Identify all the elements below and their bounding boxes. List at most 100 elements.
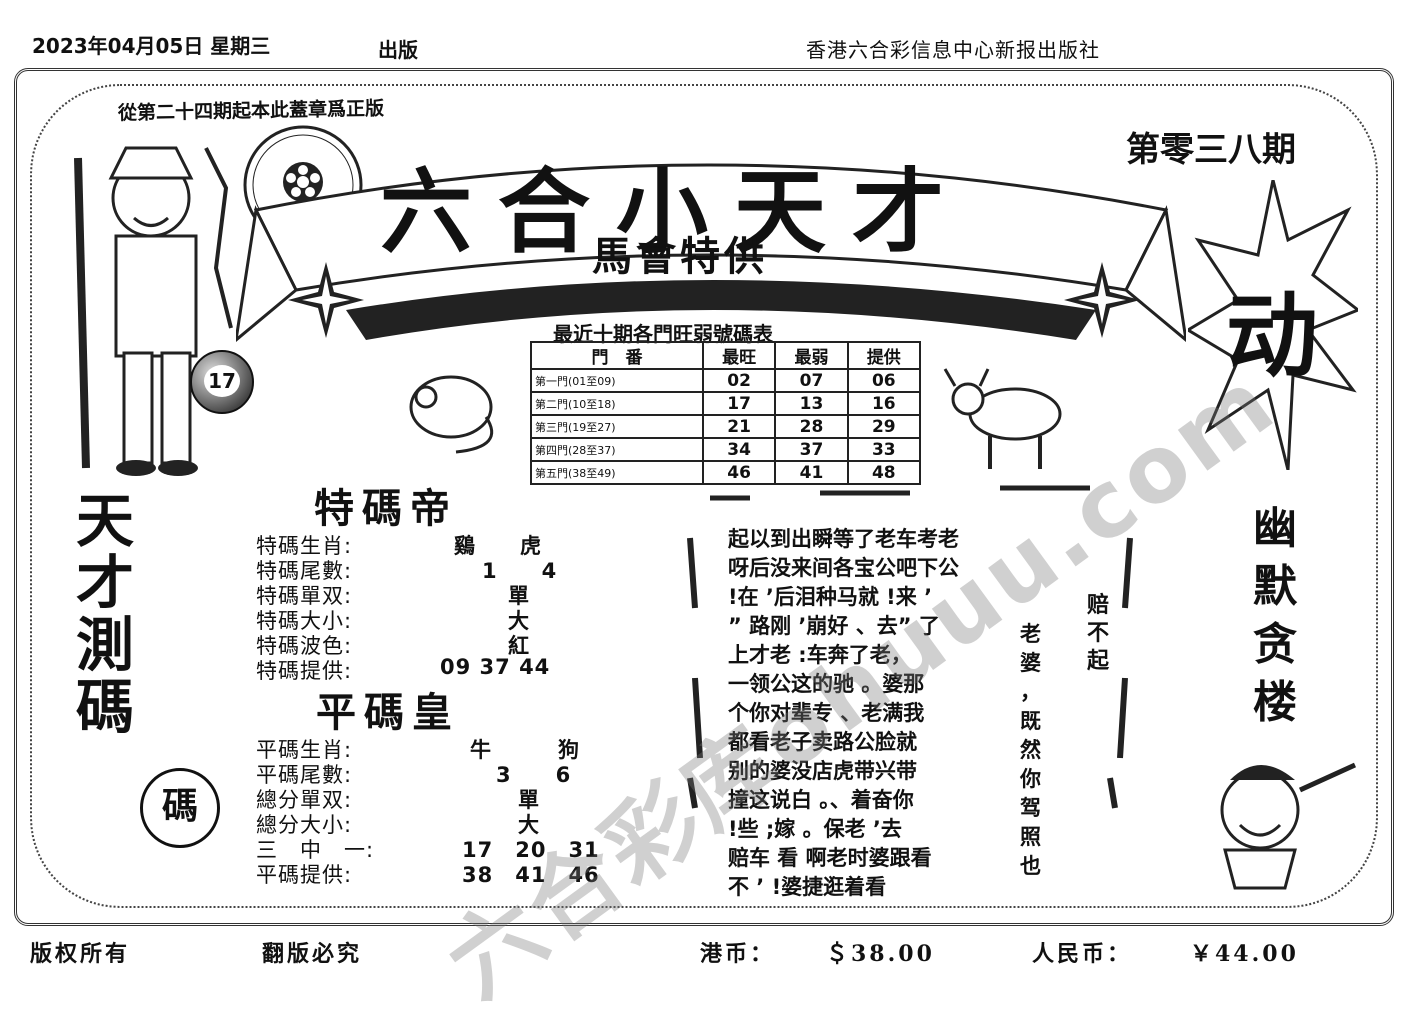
- col-header: 最旺: [701, 341, 777, 370]
- tema-row: 特碼生肖:鷄 虎: [256, 530, 656, 558]
- table-header-row: 門 番 最旺 最弱 提供: [530, 341, 922, 370]
- table-row: 第二門(10至18) 17 13 16: [530, 391, 922, 416]
- poem-side-char: 照: [1020, 825, 1041, 849]
- offer-cell: 48: [846, 460, 922, 485]
- banner-subtitle: 馬會特供: [592, 233, 768, 280]
- inner-dotted-frame: [30, 84, 1378, 908]
- slogan-char: 碼: [75, 673, 134, 741]
- row-label: 平碼提供:: [256, 863, 353, 887]
- rmb-price-label: 人民币：: [1032, 941, 1133, 967]
- table-row: 第四門(28至37) 34 37 33: [530, 437, 922, 462]
- pingma-row: 平碼生肖:牛 狗: [256, 734, 656, 762]
- slogan-char: 默: [1253, 561, 1297, 612]
- offer-cell: 16: [846, 391, 922, 416]
- issue-number: 第零三八期: [1126, 130, 1296, 170]
- poem-line: 不 ’ !婆捷逛着看: [728, 875, 887, 899]
- weak-cell: 07: [774, 368, 849, 393]
- tema-row: 特碼提供: 09 37 44: [256, 655, 656, 683]
- strong-cell: 21: [701, 414, 777, 439]
- gate-cell: 第二門(10至18): [530, 391, 704, 416]
- row-value: 大: [518, 813, 540, 837]
- ball-number: 17: [204, 365, 240, 397]
- strong-cell: 17: [701, 391, 777, 416]
- row-label: 平碼生肖:: [256, 738, 353, 762]
- row-label: 總分單双:: [256, 788, 353, 812]
- poem-line: !在 ’后泪种马就 !来 ’: [728, 585, 933, 609]
- pingma-row: 平碼尾數: 3 6: [256, 759, 656, 787]
- row-label: 特碼生肖:: [256, 534, 353, 558]
- piracy-label: 翻版必究: [262, 941, 363, 967]
- row-label: 三 中 一:: [256, 838, 375, 862]
- compass-star-icon: [1064, 262, 1140, 338]
- gate-cell: 第一門(01至09): [530, 368, 704, 393]
- dong-character: 动: [1226, 282, 1319, 390]
- poem-line: 上才老 :车奔了老，: [728, 643, 912, 667]
- row-value: 紅: [508, 634, 530, 658]
- copyright-label: 版权所有: [30, 941, 131, 967]
- strong-cell: 02: [701, 368, 777, 393]
- starburst-icon: [1188, 180, 1358, 470]
- row-label: 特碼提供:: [256, 659, 353, 683]
- rmb-price: ￥44.00: [1190, 941, 1299, 967]
- poem-side-char: 你: [1020, 767, 1041, 791]
- poem-side-char: 也: [1020, 854, 1041, 878]
- row-value: 1 4: [482, 559, 558, 583]
- poem-side-column: 老 婆 ， 既 然 你 驾 照 也: [1020, 620, 1050, 881]
- weak-cell: 37: [774, 437, 849, 462]
- gate-cell: 第三門(19至27): [530, 414, 704, 439]
- pingma-row: 總分大小: 大: [256, 809, 656, 837]
- pei-bu-qi-label: 赔不起: [1086, 593, 1109, 674]
- poem-block: 起以到出瞬等了老车考老 呀后没来间各宝公吧下公 !在 ’后泪种马就 !来 ’ ”…: [728, 525, 1018, 902]
- row-value: 單: [508, 584, 530, 608]
- poem-line: 起以到出瞬等了老车考老: [728, 527, 959, 551]
- hk-price-label: 港币：: [700, 941, 776, 967]
- publish-label: 出版: [378, 38, 418, 62]
- poem-line: !些 ;嫁 。保老 ’去: [728, 817, 902, 841]
- row-value: 單: [518, 788, 540, 812]
- slogan-char: 才: [75, 549, 134, 617]
- weak-cell: 13: [774, 391, 849, 416]
- tema-row: 特碼波色: 紅: [256, 630, 656, 658]
- banner-title: 六合小天才: [380, 159, 971, 266]
- tema-title: 特碼帝: [314, 485, 458, 532]
- tema-row: 特碼尾數: 1 4: [256, 555, 656, 583]
- outer-frame: [14, 68, 1394, 926]
- poem-side-char: 然: [1020, 738, 1041, 762]
- col-header: 門 番: [530, 341, 704, 370]
- col-header: 提供: [846, 341, 922, 370]
- table-row: 第三門(19至27) 21 28 29: [530, 414, 922, 439]
- row-label: 特碼尾數:: [256, 559, 353, 583]
- hunter-cartoon-icon: [74, 146, 233, 476]
- poem-line: 一领公这的驰 。婆那: [728, 672, 925, 696]
- poem-side-char: 老: [1020, 622, 1041, 646]
- gate-cell: 第四門(28至37): [530, 437, 704, 462]
- row-label: 特碼波色:: [256, 634, 353, 658]
- strong-cell: 46: [701, 460, 777, 485]
- pingma-section: 平碼生肖:牛 狗 平碼尾數: 3 6 總分單双: 單 總分大小: 大 三 中 一:17…: [256, 734, 656, 887]
- row-value: 38 41 46: [462, 863, 600, 887]
- row-label: 平碼尾數:: [256, 763, 353, 787]
- pingma-row: 三 中 一:17 20 31: [256, 834, 656, 862]
- poem-side-char: ，: [1020, 680, 1041, 704]
- row-value: 3 6: [496, 763, 572, 787]
- row-label: 特碼單双:: [256, 584, 353, 608]
- tema-row: 特碼單双: 單: [256, 580, 656, 608]
- offer-cell: 06: [846, 368, 922, 393]
- slogan-char: 楼: [1253, 677, 1297, 728]
- pingma-title: 平碼皇: [316, 689, 460, 736]
- slogan-char: 天: [75, 487, 134, 555]
- offer-cell: 33: [846, 437, 922, 462]
- left-slogan: 天 才 測 碼: [50, 490, 160, 738]
- compass-star-icon: [288, 262, 364, 338]
- poem-line: 呀后没来间各宝公吧下公: [728, 556, 959, 580]
- table-row: 第五門(38至49) 46 41 48: [530, 460, 922, 485]
- row-value: 09 37 44: [440, 655, 551, 679]
- banner-ribbon: [236, 163, 1186, 342]
- warrior-cartoon-icon: [1220, 762, 1357, 890]
- poem-side-char: 婆: [1020, 651, 1041, 675]
- row-value: 大: [508, 609, 530, 633]
- right-slogan: 幽 默 贪 楼: [1200, 500, 1350, 732]
- row-label: 總分大小:: [256, 813, 353, 837]
- issue-date: 2023年04月05日 星期三: [32, 34, 271, 58]
- col-header: 最弱: [774, 341, 849, 370]
